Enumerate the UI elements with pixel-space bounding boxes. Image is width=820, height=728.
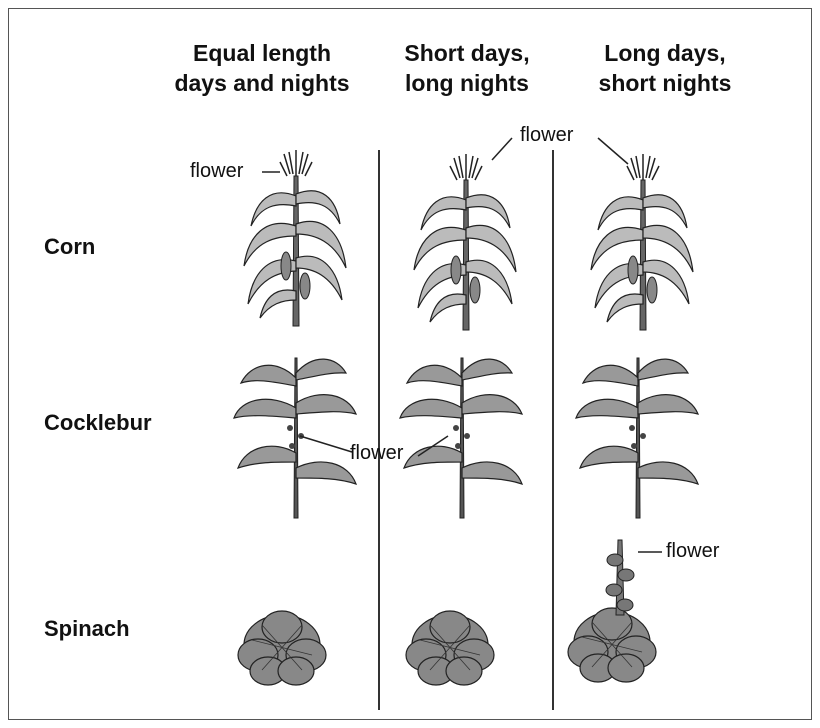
flower-label-corn-equal: flower	[190, 160, 243, 183]
spinach-flower-stalk	[606, 540, 634, 615]
spinach-plant-short-days	[406, 611, 494, 685]
flower-label-spinach: flower	[666, 540, 719, 563]
leader-line-corn-long	[598, 138, 628, 164]
cocklebur-plant-equal	[234, 358, 356, 518]
spinach-plant-long-days	[568, 608, 656, 682]
corn-plant-long-days	[591, 154, 693, 330]
corn-plant-equal	[244, 150, 346, 326]
spinach-plant-equal	[238, 611, 326, 685]
flower-label-cocklebur: flower	[350, 442, 403, 465]
leader-line-cocklebur-eq	[300, 436, 352, 452]
cocklebur-plant-short-days	[400, 358, 522, 518]
cocklebur-plant-long-days	[576, 358, 698, 518]
flower-label-corn-shared: flower	[520, 124, 573, 147]
leader-line-corn-short	[492, 138, 512, 160]
corn-plant-short-days	[414, 154, 516, 330]
